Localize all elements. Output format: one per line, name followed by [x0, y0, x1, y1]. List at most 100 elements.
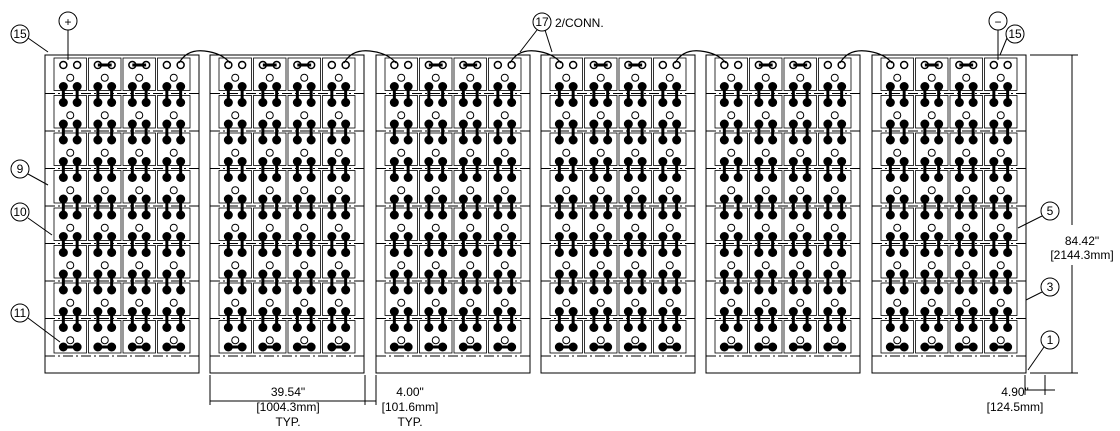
- terminal-post: [258, 119, 268, 129]
- top-terminal: [162, 60, 172, 70]
- vent-cap-icon: [100, 261, 109, 270]
- terminal-post: [837, 119, 847, 129]
- terminal-post: [58, 157, 68, 166]
- terminal-post: [802, 194, 812, 204]
- terminal-post: [507, 82, 517, 91]
- terminal-post: [237, 98, 247, 107]
- terminal-post: [968, 232, 978, 241]
- terminal-post: [885, 285, 895, 295]
- terminal-post: [272, 232, 282, 241]
- terminal-post: [1003, 232, 1013, 241]
- terminal-post: [424, 135, 434, 145]
- terminal-post: [954, 285, 964, 295]
- terminal-post: [754, 248, 764, 257]
- terminal-post: [93, 269, 103, 279]
- terminal-post: [292, 342, 302, 352]
- terminal-post: [107, 342, 117, 352]
- vent-cap-icon: [265, 261, 274, 270]
- battery-cell: [384, 207, 418, 241]
- vent-cap-icon: [665, 223, 674, 232]
- battery-cell: [949, 245, 983, 279]
- terminal-post: [589, 285, 599, 295]
- terminal-post: [954, 157, 964, 166]
- vent-cap-icon: [66, 223, 75, 232]
- terminal-post: [72, 157, 82, 166]
- vent-cap-icon: [334, 298, 343, 307]
- terminal-post: [637, 82, 647, 91]
- battery-cell: [584, 245, 618, 279]
- terminal-post: [672, 98, 682, 107]
- vent-cap-icon: [927, 298, 936, 307]
- terminal-post: [223, 269, 233, 279]
- terminal-post: [306, 82, 316, 91]
- battery-cell: [618, 282, 652, 316]
- vent-cap-icon: [169, 298, 178, 307]
- terminal-post: [568, 98, 578, 107]
- terminal-post: [568, 194, 578, 204]
- battery-cell: [253, 245, 287, 279]
- terminal-post: [237, 119, 247, 129]
- terminal-post: [733, 232, 743, 241]
- vent-cap-icon: [431, 298, 440, 307]
- vent-cap-icon: [66, 73, 75, 82]
- callout-15-text-right: 15: [1008, 27, 1022, 41]
- terminal-post: [733, 119, 743, 129]
- terminal-post: [768, 323, 778, 332]
- terminal-post: [341, 342, 351, 352]
- vent-cap-icon: [962, 298, 971, 307]
- terminal-post: [438, 342, 448, 352]
- terminal-post: [237, 157, 247, 166]
- terminal-post: [920, 135, 930, 145]
- terminal-post: [327, 173, 337, 182]
- terminal-post: [733, 323, 743, 332]
- battery-cell: [53, 207, 87, 241]
- terminal-post: [223, 194, 233, 204]
- terminal-post: [58, 194, 68, 204]
- battery-cell: [122, 207, 156, 241]
- terminal-post: [341, 135, 351, 145]
- terminal-post: [403, 269, 413, 279]
- depth-mm: [124.5mm]: [987, 400, 1044, 414]
- terminal-post: [127, 82, 137, 91]
- terminal-post: [258, 135, 268, 145]
- battery-cell: [653, 245, 687, 279]
- terminal-post: [389, 342, 399, 352]
- terminal-post: [554, 135, 564, 145]
- terminal-post: [162, 342, 172, 352]
- terminal-post: [589, 82, 599, 91]
- terminal-post: [237, 323, 247, 332]
- terminal-post: [589, 194, 599, 204]
- terminal-post: [438, 82, 448, 91]
- terminal-post: [754, 82, 764, 91]
- terminal-post: [507, 194, 517, 204]
- terminal-post: [237, 307, 247, 316]
- terminal-post: [823, 248, 833, 257]
- terminal-post: [823, 323, 833, 332]
- terminal-post: [458, 157, 468, 166]
- terminal-post: [568, 307, 578, 316]
- battery-cell: [880, 57, 914, 91]
- terminal-post: [637, 323, 647, 332]
- terminal-post: [733, 157, 743, 166]
- vent-cap-icon: [300, 186, 309, 195]
- vent-cap-icon: [927, 336, 936, 345]
- terminal-post: [823, 194, 833, 204]
- vent-cap-icon: [761, 336, 770, 345]
- terminal-post: [823, 210, 833, 220]
- vent-cap-icon: [100, 148, 109, 157]
- battery-cell: [453, 57, 487, 91]
- top-terminal: [59, 60, 68, 70]
- battery-cell: [488, 132, 522, 166]
- vent-cap-icon: [500, 73, 509, 82]
- terminal-post: [589, 157, 599, 166]
- terminal-post: [438, 307, 448, 316]
- vent-cap-icon: [727, 298, 736, 307]
- terminal-post: [768, 307, 778, 316]
- terminal-post: [823, 342, 833, 352]
- terminal-post: [837, 210, 847, 220]
- terminal-post: [754, 232, 764, 241]
- terminal-post: [954, 210, 964, 220]
- terminal-post: [58, 269, 68, 279]
- terminal-post: [107, 248, 117, 257]
- terminal-post: [1003, 210, 1013, 220]
